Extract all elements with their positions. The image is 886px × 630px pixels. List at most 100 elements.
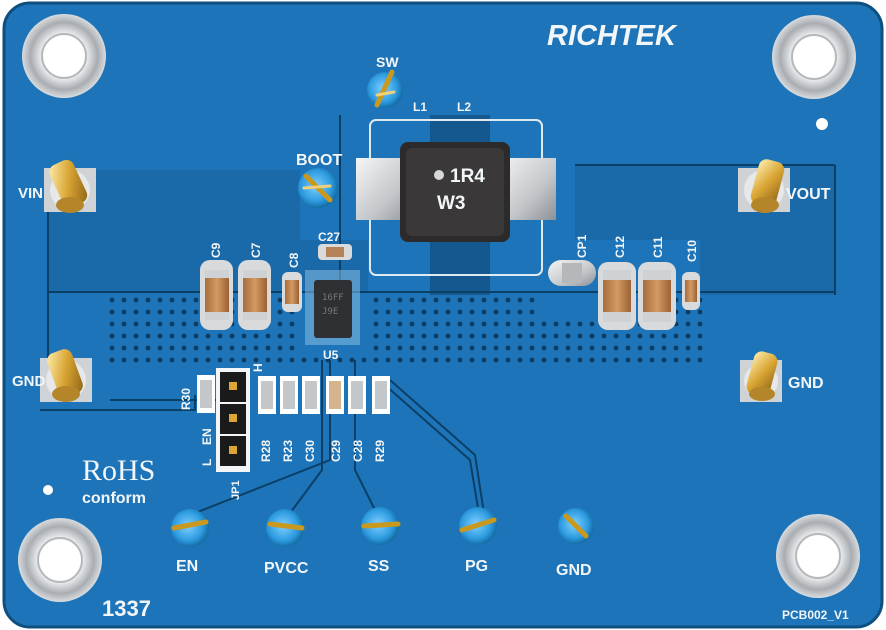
via (553, 321, 559, 327)
label-jumper-high: H (251, 363, 265, 372)
via (181, 357, 187, 363)
via (157, 297, 163, 303)
via (481, 309, 487, 315)
passive-row (258, 376, 390, 414)
label-pvcc: PVCC (264, 560, 309, 577)
via (517, 309, 523, 315)
via (697, 309, 703, 315)
via (433, 297, 439, 303)
via (145, 357, 151, 363)
via (505, 333, 511, 339)
via (577, 333, 583, 339)
via (673, 333, 679, 339)
via (685, 333, 691, 339)
via (229, 333, 235, 339)
via (289, 333, 295, 339)
via (349, 357, 355, 363)
via (109, 333, 115, 339)
via (541, 357, 547, 363)
label-r29: R29 (373, 440, 387, 462)
via (241, 345, 247, 351)
via (685, 309, 691, 315)
via (697, 345, 703, 351)
via (457, 345, 463, 351)
label-pg: PG (465, 558, 488, 575)
via (505, 309, 511, 315)
via (565, 357, 571, 363)
via (421, 321, 427, 327)
via (373, 345, 379, 351)
via (481, 333, 487, 339)
via (481, 321, 487, 327)
label-c10: C10 (685, 240, 699, 262)
via (181, 345, 187, 351)
via (577, 357, 583, 363)
passive-body (375, 381, 387, 409)
via (613, 345, 619, 351)
via (157, 321, 163, 327)
via (637, 357, 643, 363)
capacitor-c12 (598, 262, 636, 330)
via (445, 297, 451, 303)
via (697, 333, 703, 339)
via (313, 357, 319, 363)
via (553, 345, 559, 351)
via (421, 309, 427, 315)
via (697, 321, 703, 327)
via (625, 357, 631, 363)
via (133, 357, 139, 363)
svg-text:16FF: 16FF (322, 293, 344, 303)
via (529, 357, 535, 363)
ic-u5: 16FF J9E (305, 270, 360, 345)
via (469, 309, 475, 315)
label-u5: U5 (323, 348, 339, 362)
via (697, 357, 703, 363)
via (397, 345, 403, 351)
via (433, 321, 439, 327)
via (505, 297, 511, 303)
passive-body (305, 381, 317, 409)
via (409, 297, 415, 303)
via (373, 309, 379, 315)
via (505, 321, 511, 327)
via (589, 345, 595, 351)
ss-test-point (361, 507, 401, 545)
label-c8: C8 (287, 252, 301, 268)
via (289, 345, 295, 351)
rohs-mark: RoHS (82, 454, 155, 487)
via (649, 333, 655, 339)
via (373, 321, 379, 327)
via (145, 297, 151, 303)
via (409, 321, 415, 327)
inductor-marking-1: 1R4 (450, 166, 485, 187)
passive-body (261, 381, 273, 409)
mounting-hole-top-left (22, 14, 106, 98)
via (625, 333, 631, 339)
via (373, 297, 379, 303)
via (469, 345, 475, 351)
via (121, 357, 127, 363)
via (685, 345, 691, 351)
capacitor-c9 (200, 260, 233, 330)
via (385, 309, 391, 315)
inductor-marking-2: W3 (437, 193, 466, 214)
label-boot: BOOT (296, 152, 342, 169)
via (577, 321, 583, 327)
via (253, 345, 259, 351)
label-en: EN (176, 558, 198, 575)
via (493, 357, 499, 363)
via (229, 357, 235, 363)
via (385, 357, 391, 363)
gnd-test-point (558, 508, 594, 544)
via (457, 357, 463, 363)
via (445, 321, 451, 327)
via (397, 309, 403, 315)
via (445, 357, 451, 363)
via (625, 345, 631, 351)
via (133, 309, 139, 315)
label-c9: C9 (209, 242, 223, 258)
via (121, 297, 127, 303)
via (181, 309, 187, 315)
via (517, 321, 523, 327)
via (397, 297, 403, 303)
